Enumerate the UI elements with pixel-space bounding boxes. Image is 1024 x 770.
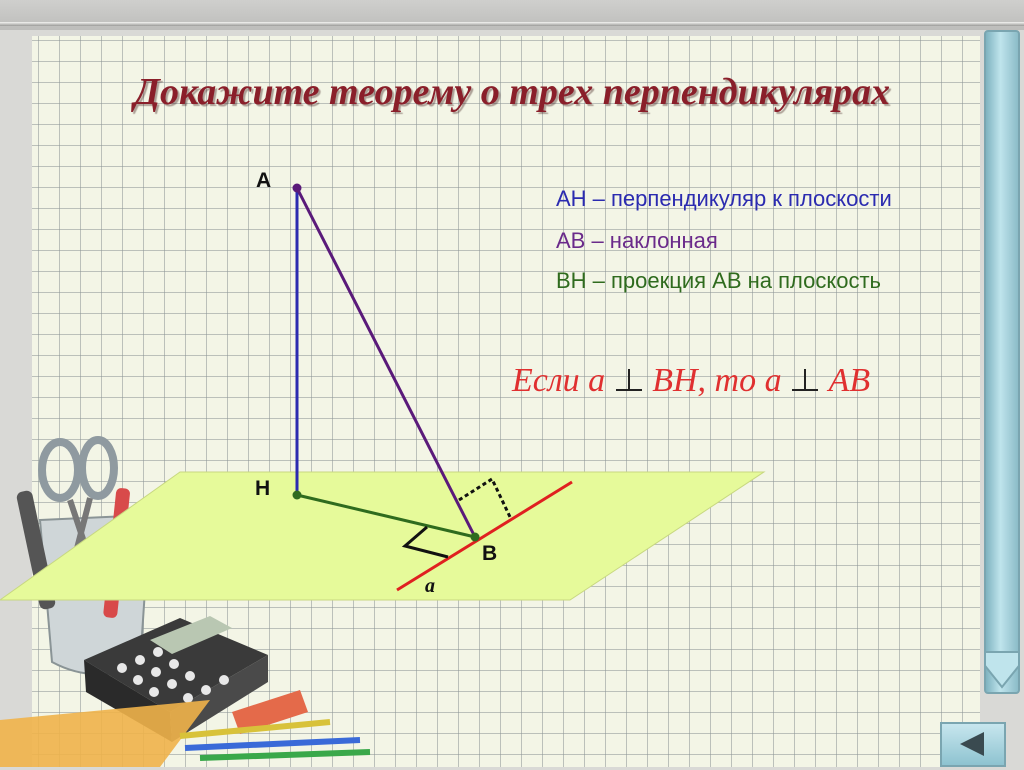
line-a: [396, 480, 573, 592]
label-point-b: В: [482, 542, 497, 565]
condition-part-3: АВ: [828, 362, 871, 399]
projection-bh: [296, 493, 476, 539]
pencil-icon: [179, 719, 331, 739]
back-button[interactable]: [940, 722, 1006, 767]
page-title: Докажите теорему о трех перпендикулярах: [134, 71, 890, 113]
plane: [0, 471, 766, 601]
pencil-icon: [184, 737, 361, 751]
condition-part-2: ВН, то а: [652, 362, 782, 399]
inclined-ab: [295, 187, 477, 538]
definition-bh: ВН – проекция АВ на плоскость: [556, 268, 882, 293]
right-angle-mark-bh: [401, 525, 449, 559]
point-b: [470, 532, 480, 542]
label-point-h: Н: [255, 477, 270, 500]
definition-ab: АВ – наклонная: [556, 228, 718, 253]
condition-part-1: Если а: [512, 362, 606, 399]
pencil-icon: [199, 749, 371, 761]
label-point-a: А: [256, 169, 271, 192]
perpendicular-symbol-icon: [790, 365, 820, 391]
definition-ah: АН – перпендикуляр к плоскости: [556, 186, 892, 211]
point-h: [292, 490, 302, 500]
theorem-condition: Если а ВН, то а АВ: [512, 362, 870, 400]
label-line-a: а: [425, 575, 435, 597]
perpendicular-symbol-icon: [614, 365, 644, 391]
down-arrow-icon: [971, 651, 1024, 689]
triangle-ruler-icon: [0, 700, 210, 767]
point-a: [292, 183, 302, 193]
side-scroll-bar[interactable]: [971, 30, 1024, 694]
eraser-icon: [232, 690, 308, 734]
back-triangle-icon: [960, 732, 984, 756]
window-frame-top: [0, 0, 1024, 30]
